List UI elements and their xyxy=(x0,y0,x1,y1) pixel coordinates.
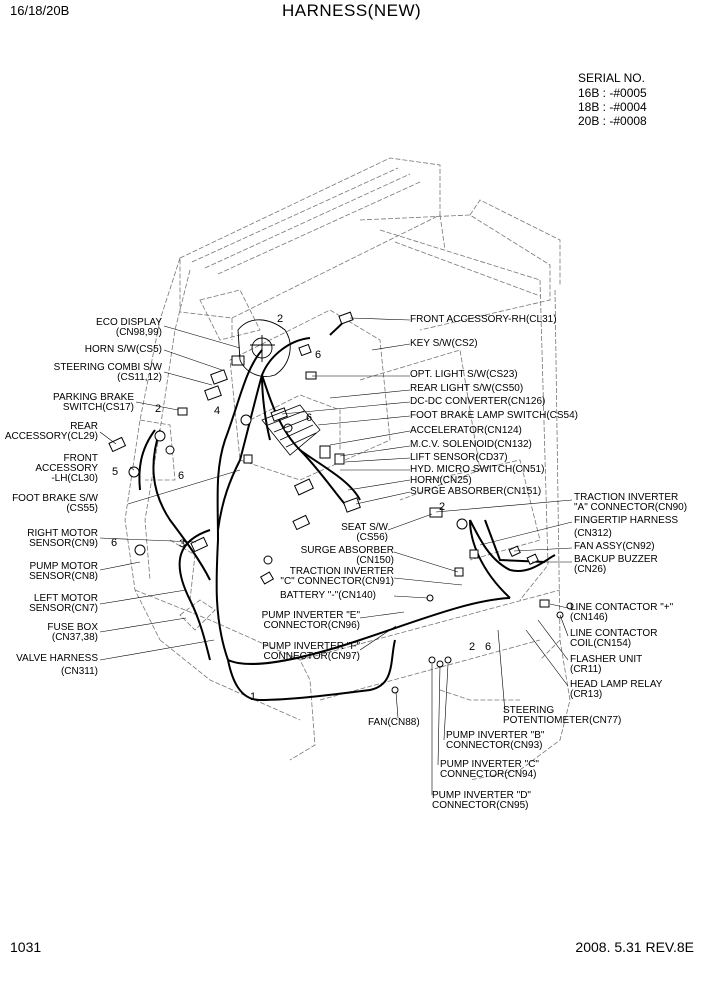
callout-number: 1 xyxy=(250,691,257,703)
label-horn-sw: HORN S/W(CS5) xyxy=(84,344,162,355)
label-fingertip-harness: FINGERTIP HARNESS(CN312) xyxy=(574,515,679,539)
callout-number: 6 xyxy=(111,537,118,549)
harness-wires xyxy=(138,314,556,702)
label-dc-dc-converter: DC-DC CONVERTER(CN126) xyxy=(410,396,546,407)
steering-cluster xyxy=(237,319,291,377)
serial-heading: SERIAL NO. xyxy=(578,71,645,85)
label-eco-display: ECO DISPLAY(CN98,99) xyxy=(96,317,162,338)
callout-number: 2 xyxy=(469,641,476,653)
label-accelerator: ACCELERATOR(CN124) xyxy=(410,425,522,436)
revision-label: 2008. 5.31 REV.8E xyxy=(575,939,694,955)
connectors xyxy=(108,311,574,694)
label-seat-sw: SEAT S/W(CS56) xyxy=(341,522,388,543)
label-surge-absorber-cn150: SURGE ABSORBER(CN150) xyxy=(300,545,394,566)
callout-number: 2 xyxy=(155,403,162,415)
label-rear-light-sw: REAR LIGHT S/W(CS50) xyxy=(410,383,524,394)
label-steering-combi-sw: STEERING COMBI S/W(CS11,12) xyxy=(53,362,162,383)
label-valve-harness: VALVE HARNESS(CN311) xyxy=(16,653,98,677)
label-fan-assy: FAN ASSY(CN92) xyxy=(574,541,655,552)
valve-block xyxy=(261,404,321,456)
label-pump-inverter-b: PUMP INVERTER "B"CONNECTOR(CN93) xyxy=(446,730,545,751)
callout-number: 6 xyxy=(315,349,322,361)
label-lift-sensor: LIFT SENSOR(CD37) xyxy=(410,452,508,463)
label-foot-brake-lamp-switch: FOOT BRAKE LAMP SWITCH(CS54) xyxy=(410,410,578,421)
label-pump-inverter-f: PUMP INVERTER "F"CONNECTOR(CN97) xyxy=(262,641,360,662)
page-number: 1031 xyxy=(10,939,42,955)
label-hyd-micro-switch: HYD. MICRO SWITCH(CN51) xyxy=(410,464,545,475)
label-front-accessory-rh: FRONT ACCESSORY-RH(CL31) xyxy=(410,314,557,325)
serial-line: 18B : -#0004 xyxy=(578,100,647,114)
label-foot-brake-sw: FOOT BRAKE S/W(CS55) xyxy=(12,493,98,514)
label-line-contactor-plus: LINE CONTACTOR "+"(CN146) xyxy=(570,602,674,623)
page-title: HARNESS(NEW) xyxy=(282,1,422,20)
callout-number: 4 xyxy=(214,405,221,417)
label-fan: FAN(CN88) xyxy=(368,717,420,728)
label-flasher-unit: FLASHER UNIT(CR11) xyxy=(570,654,643,675)
label-key-sw: KEY S/W(CS2) xyxy=(410,338,478,349)
serial-line: 16B : -#0005 xyxy=(578,86,647,100)
label-surge-absorber-cn151: SURGE ABSORBER(CN151) xyxy=(410,486,542,497)
label-fuse-box: FUSE BOX(CN37,38) xyxy=(47,622,98,643)
callout-number: 2 xyxy=(277,313,284,325)
leader-lines xyxy=(99,317,573,795)
label-battery-minus: BATTERY "-"(CN140) xyxy=(279,590,376,601)
label-traction-inverter-c: TRACTION INVERTER"C" CONNECTOR(CN91) xyxy=(280,566,394,587)
label-head-lamp-relay: HEAD LAMP RELAY(CR13) xyxy=(570,679,663,700)
label-backup-buzzer: BACKUP BUZZER(CN26) xyxy=(574,554,658,575)
callout-number: 3 xyxy=(179,538,186,550)
serial-line: 20B : -#0008 xyxy=(578,114,647,128)
label-opt-light-sw: OPT. LIGHT S/W(CS23) xyxy=(410,369,518,380)
callout-number: 6 xyxy=(485,641,492,653)
label-pump-inverter-e: PUMP INVERTER "E"CONNECTOR(CN96) xyxy=(261,610,360,631)
label-pump-inverter-c: PUMP INVERTER "C"CONNECTOR(CN94) xyxy=(440,759,539,780)
label-mcv-solenoid: M.C.V. SOLENOID(CN132) xyxy=(410,439,532,450)
label-horn: HORN(CN25) xyxy=(410,475,472,486)
callout-number: 6 xyxy=(178,470,185,482)
label-pump-inverter-d: PUMP INVERTER "D"CONNECTOR(CN95) xyxy=(432,790,531,811)
callout-number: 2 xyxy=(439,501,446,513)
callout-number: 5 xyxy=(112,466,119,478)
model-label: 16/18/20B xyxy=(10,3,70,18)
label-traction-inverter-a: TRACTION INVERTER"A" CONNECTOR(CN90) xyxy=(574,492,688,513)
callout-number: 6 xyxy=(306,412,313,424)
